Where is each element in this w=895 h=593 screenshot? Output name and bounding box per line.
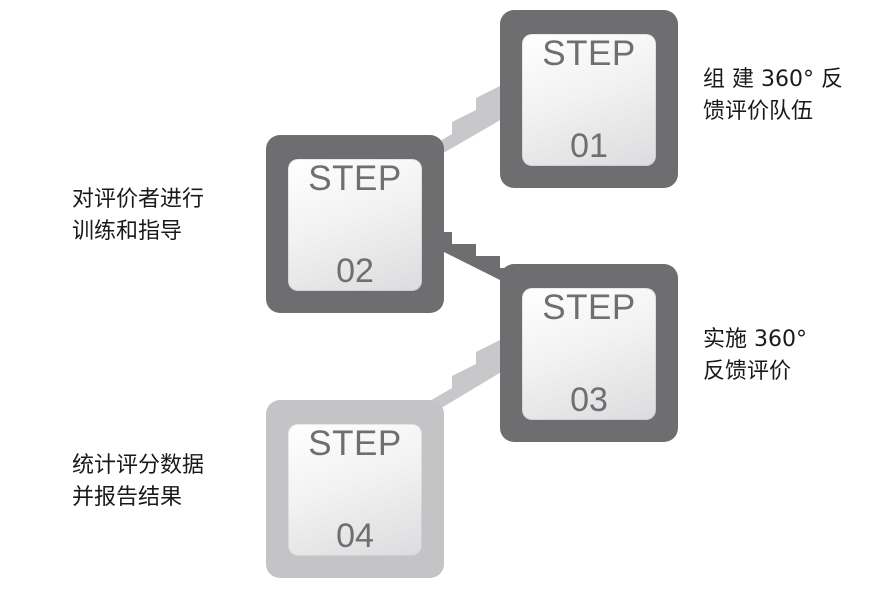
step-02-word: STEP (308, 159, 402, 198)
step-02-desc-line: 训练和指导 (72, 219, 183, 244)
step-03-box: STEP 03 (500, 264, 678, 442)
step-03-description: 实施 360° 反馈评价 (703, 324, 807, 388)
step-02-number: 02 (336, 252, 374, 290)
step-01-number: 01 (570, 127, 608, 165)
step-03-word: STEP (542, 288, 636, 327)
step-04-word: STEP (308, 424, 402, 463)
step-02-desc-line: 对评价者进行 (72, 187, 205, 212)
step-04-card: STEP 04 (288, 424, 422, 556)
step-04-desc-line: 并报告结果 (72, 485, 183, 510)
step-01-desc-line: 组 建 360° 反 (703, 67, 843, 92)
step-04-description: 统计评分数据 并报告结果 (72, 450, 204, 514)
step-04-number: 04 (336, 517, 374, 555)
step-03-desc-line: 实施 360° (703, 327, 807, 352)
step-02-box: STEP 02 (266, 135, 444, 313)
step-03-desc-line: 反馈评价 (703, 359, 792, 384)
step-02-card: STEP 02 (288, 159, 422, 291)
step-01-card: STEP 01 (522, 34, 656, 166)
step-02-description: 对评价者进行 训练和指导 (72, 184, 204, 248)
step-03-number: 03 (570, 381, 608, 419)
step-03-card: STEP 03 (522, 288, 656, 420)
step-04-box: STEP 04 (266, 400, 444, 578)
stair-connector-02-03 (428, 232, 520, 290)
step-01-desc-line: 馈评价队伍 (703, 99, 814, 124)
step-01-word: STEP (542, 34, 636, 73)
step-01-description: 组 建 360° 反 馈评价队伍 (703, 64, 843, 128)
step-04-desc-line: 统计评分数据 (72, 453, 205, 478)
step-01-box: STEP 01 (500, 10, 678, 188)
